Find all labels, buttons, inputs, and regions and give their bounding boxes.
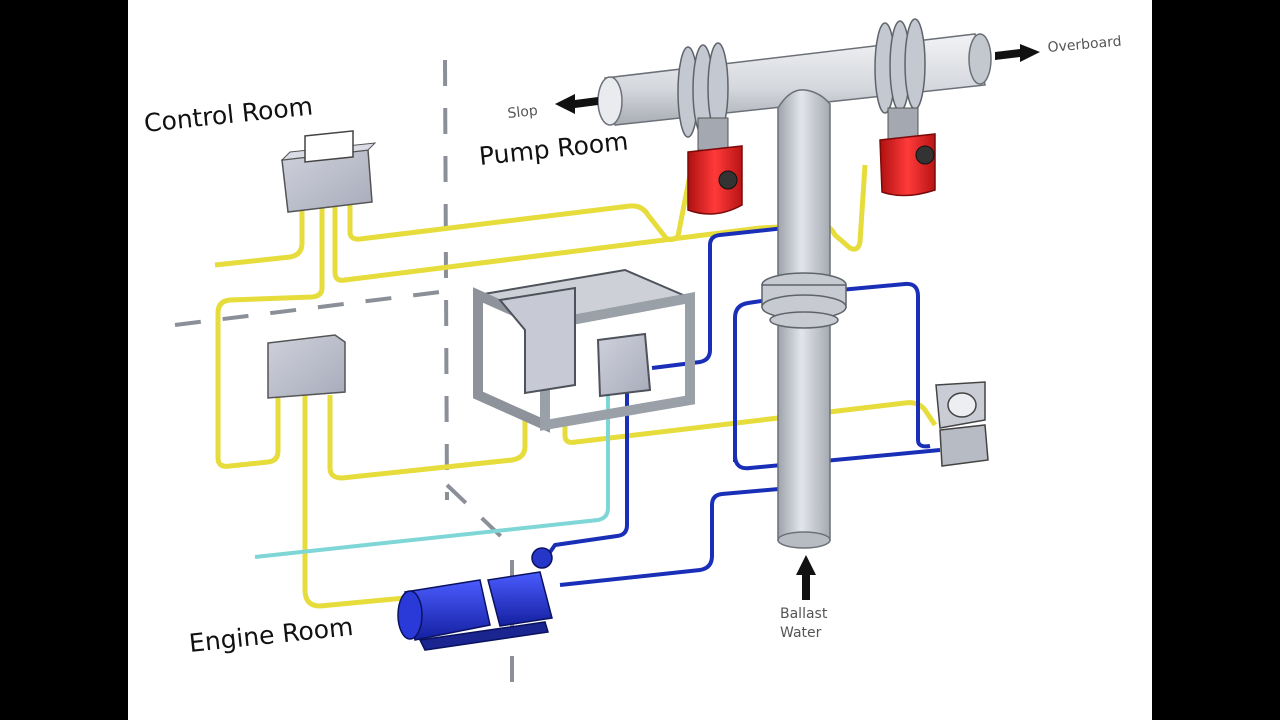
hydraulic-power-frame bbox=[473, 268, 695, 433]
hydraulic-loop-left bbox=[733, 298, 769, 462]
hydraulic-pump-to-pipe bbox=[559, 486, 791, 587]
signal-cables bbox=[214, 164, 938, 609]
cable-control-left bbox=[214, 205, 305, 268]
ballast-label-line1: Ballast bbox=[780, 606, 828, 622]
divider-vertical-upper bbox=[443, 59, 449, 501]
header-pipe-overboard-end bbox=[968, 33, 992, 85]
hydraulic-loop-bottom bbox=[733, 448, 941, 471]
control-panel-screen bbox=[304, 130, 354, 163]
pump-casing bbox=[487, 571, 553, 627]
overboard-valve-actuator bbox=[879, 107, 936, 197]
local-control-box bbox=[267, 334, 346, 399]
cyan-line bbox=[254, 380, 610, 559]
slop-arrow-icon bbox=[555, 94, 598, 114]
overboard-arrow-icon bbox=[995, 44, 1040, 62]
hydraulic-loop-right bbox=[839, 281, 931, 449]
cable-to-motor bbox=[302, 395, 406, 609]
control-room-label: Control Room bbox=[143, 91, 315, 138]
riser-flange bbox=[761, 272, 847, 329]
ballast-label-line2: Water bbox=[780, 625, 822, 641]
divider-diagonal bbox=[445, 483, 512, 547]
flow-arrows bbox=[555, 44, 1040, 600]
cable-control-to-local bbox=[215, 205, 325, 469]
riser-pipe bbox=[761, 89, 847, 549]
hydraulic-frame-to-pipe bbox=[651, 226, 786, 370]
ballast-arrow-icon bbox=[796, 555, 816, 600]
flange-overboard-valve bbox=[874, 18, 926, 114]
engine-room-label: Engine Room bbox=[188, 612, 355, 658]
overboard-label: Overboard bbox=[1047, 34, 1122, 56]
cable-to-transmitter bbox=[562, 400, 938, 445]
slop-label: Slop bbox=[507, 103, 539, 122]
pressure-transmitter bbox=[935, 381, 989, 467]
pump-room-label: Pump Room bbox=[478, 126, 630, 171]
cable-to-slop-actuator bbox=[347, 174, 693, 243]
hydraulic-lines bbox=[546, 226, 941, 587]
cable-local-to-frame bbox=[327, 395, 528, 481]
ballast-pump bbox=[397, 547, 553, 651]
control-room-panel bbox=[280, 130, 377, 213]
frame-control-box bbox=[596, 332, 652, 398]
hydraulic-frame-to-pump bbox=[546, 380, 629, 557]
header-pipe-slop-end bbox=[597, 76, 623, 126]
slop-valve-actuator bbox=[687, 117, 743, 215]
flange-slop-valve bbox=[677, 42, 729, 138]
